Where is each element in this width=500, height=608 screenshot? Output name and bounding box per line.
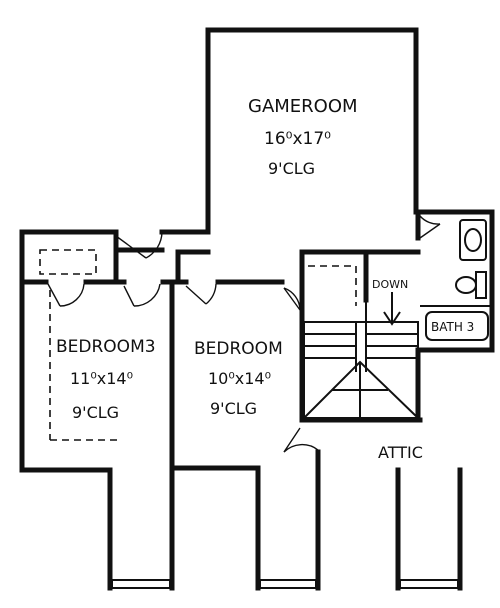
window-bays <box>111 579 459 589</box>
bath3-fixtures <box>420 219 492 341</box>
staircase <box>303 300 419 419</box>
gameroom-name: GAMEROOM <box>248 96 358 117</box>
attic-label: ATTIC <box>378 443 423 462</box>
bedroom-name: BEDROOM <box>194 339 283 359</box>
bedroom3-size: 11⁰x14⁰ <box>70 369 133 388</box>
stairs-down-arrow-icon <box>383 292 401 326</box>
door-swings <box>47 215 441 453</box>
gameroom-size: 16⁰x17⁰ <box>264 129 331 149</box>
bedroom-size: 10⁰x14⁰ <box>208 369 271 388</box>
bath3-label: BATH 3 <box>431 320 474 334</box>
bedroom-walls <box>173 249 321 591</box>
closet-shelves <box>39 249 357 441</box>
gameroom-ceiling: 9'CLG <box>268 159 315 178</box>
attic-walls <box>395 467 463 591</box>
bedroom3-ceiling: 9'CLG <box>72 403 119 422</box>
bedroom3-walls <box>19 229 181 591</box>
bedroom-ceiling: 9'CLG <box>210 399 257 418</box>
stairs-label: DOWN <box>372 278 408 291</box>
gameroom-walls <box>159 27 495 353</box>
bedroom3-name: BEDROOM3 <box>56 337 156 357</box>
